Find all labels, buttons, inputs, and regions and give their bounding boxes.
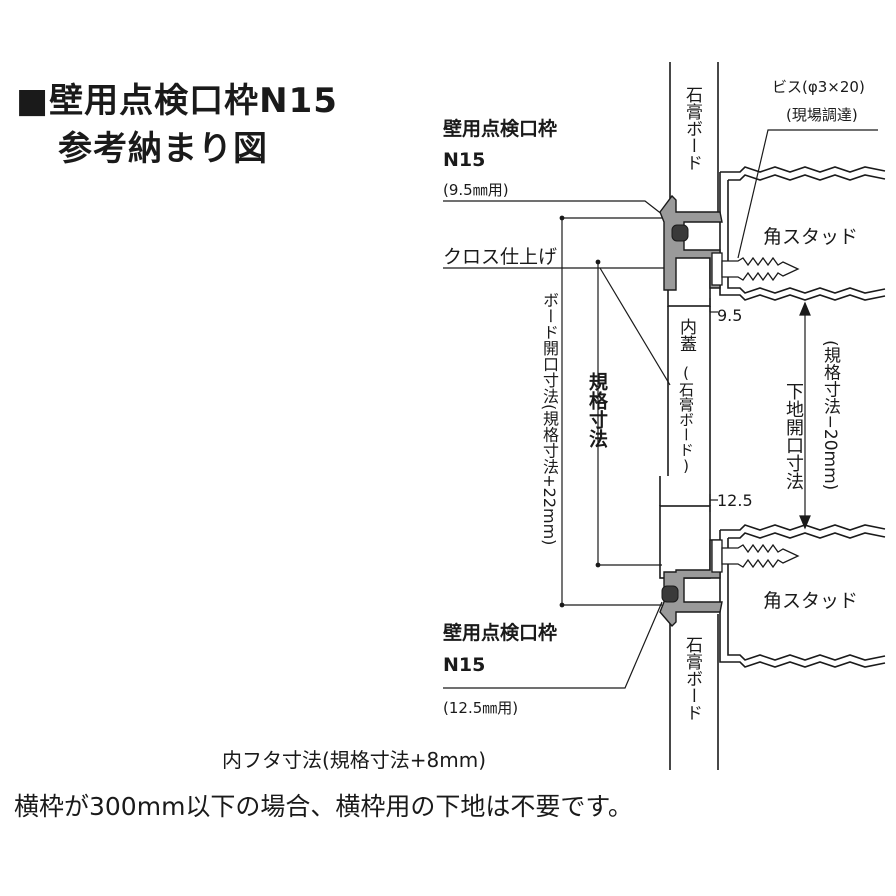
leader-lines [443,129,878,689]
page-title: ■壁用点検口枠N15 [16,81,338,121]
gypsum-board-bottom [669,614,719,770]
dimension-ticks [559,215,670,608]
installation-note: 横枠が300mm以下の場合、横枠用の下地は不要です。 [14,792,633,821]
top-frame-model: N15 [443,149,486,171]
dimension-lines [561,217,811,606]
gypsum-board-top-label: 石膏ボード [682,86,702,171]
frame-profile-icon [659,539,723,628]
frame-profile-icon [659,194,723,291]
inner-lid-note: (石膏ボード) [677,364,695,475]
inner-lid-size-label: 内フタ寸法(規格寸法+8mm) [222,748,487,772]
top-frame-spec: (9.5㎜用) [443,181,509,199]
base-opening-dim-note: (規格寸法−20mm) [820,340,840,491]
stud-bottom-label: 角スタッド [763,590,859,612]
bottom-frame-model: N15 [443,654,486,676]
standard-size-dim-label: 規格寸法 [586,372,608,448]
screw-icon [711,539,800,573]
bottom-frame-name: 壁用点検口枠 [443,622,558,644]
screw-label: ビス(φ3×20) [772,78,865,96]
stud-section-icon [719,166,886,301]
board-opening-dim-label: ボード開口寸法(規格寸法+22mm) [540,292,559,546]
screw-note: (現場調達) [786,106,858,124]
gypsum-board-top [669,62,719,212]
page-subtitle: 参考納まり図 [58,129,268,169]
gypsum-board-bottom-label: 石膏ボード [682,636,702,721]
top-frame-name: 壁用点検口枠 [443,118,558,140]
bottom-frame-spec: (12.5㎜用) [443,699,519,717]
inner-lid-label: 内蓋 [676,318,696,352]
stud-top-label: 角スタッド [763,226,859,248]
stud-section-icon [719,524,886,668]
dim-12-5: 12.5 [717,491,753,510]
dim-9-5: 9.5 [717,306,743,325]
base-opening-dim-label: 下地開口寸法 [783,382,804,490]
screw-icon [711,252,800,286]
cloth-finish-label: クロス仕上げ [443,246,558,268]
